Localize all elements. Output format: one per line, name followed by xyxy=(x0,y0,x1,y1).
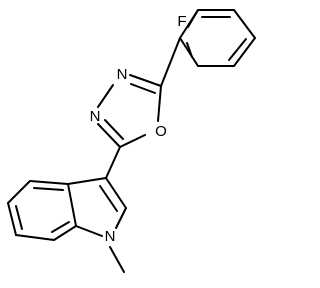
bond-c7-c7a xyxy=(53,225,77,241)
double-bond-c5-c6 xyxy=(186,42,193,58)
bond-c3a-c3 xyxy=(67,177,107,185)
fluorine-atom-label: F xyxy=(177,13,186,30)
bond-c5-c6 xyxy=(7,202,17,236)
bond-n3-c2 xyxy=(97,123,121,148)
double-bond-c5-n4 xyxy=(130,83,156,94)
indole-pyrrole-ring xyxy=(67,177,127,237)
double-bond-c3-c4 xyxy=(228,38,247,61)
n3-atom-label: N xyxy=(90,108,101,125)
fluorophenyl-ring xyxy=(179,9,256,67)
oxadiazole-indole-link xyxy=(105,146,121,179)
c-f-bond xyxy=(187,9,199,28)
bond-c5-c6 xyxy=(179,37,199,67)
bond-c7a-c3a xyxy=(67,183,77,227)
double-bond-c5-c6 xyxy=(15,205,23,230)
phenyl-oxadiazole-link xyxy=(160,37,181,87)
bond-o-c5 xyxy=(157,85,162,122)
bond-n1-c7a xyxy=(75,225,103,237)
bond-c6-c7 xyxy=(15,234,55,241)
double-bond-c7-c7a xyxy=(51,221,70,233)
bond-c2-o xyxy=(119,134,146,148)
double-bond-n3-c2 xyxy=(104,119,124,140)
chemical-structure-diagram: F N N O N xyxy=(7,9,256,273)
bond-c3a-c4 xyxy=(29,180,69,185)
double-bond-c3-c2 xyxy=(99,185,118,212)
bond-c2-c3 xyxy=(233,9,256,39)
bond-c2-indole-c3 xyxy=(105,146,121,179)
bond-phenyl-c5 xyxy=(160,37,181,87)
n-methyl-bond xyxy=(109,246,125,273)
oxadiazole-ring xyxy=(97,74,162,148)
indole-benzene-ring xyxy=(7,180,77,241)
bond-c3-c4 xyxy=(233,37,256,67)
bond-c5-n4 xyxy=(129,74,162,87)
bond-c4-c5 xyxy=(7,180,31,204)
double-bond-c3a-c4 xyxy=(33,187,64,191)
oxygen-atom-label: O xyxy=(155,123,167,140)
bond-c-f xyxy=(187,9,199,28)
bond-c3-c2 xyxy=(105,177,127,209)
bond-n4-n3 xyxy=(97,84,114,108)
indole-nitrogen-atom-label: N xyxy=(105,228,116,245)
bond-c2-n1 xyxy=(115,207,127,229)
n4-atom-label: N xyxy=(117,66,128,83)
